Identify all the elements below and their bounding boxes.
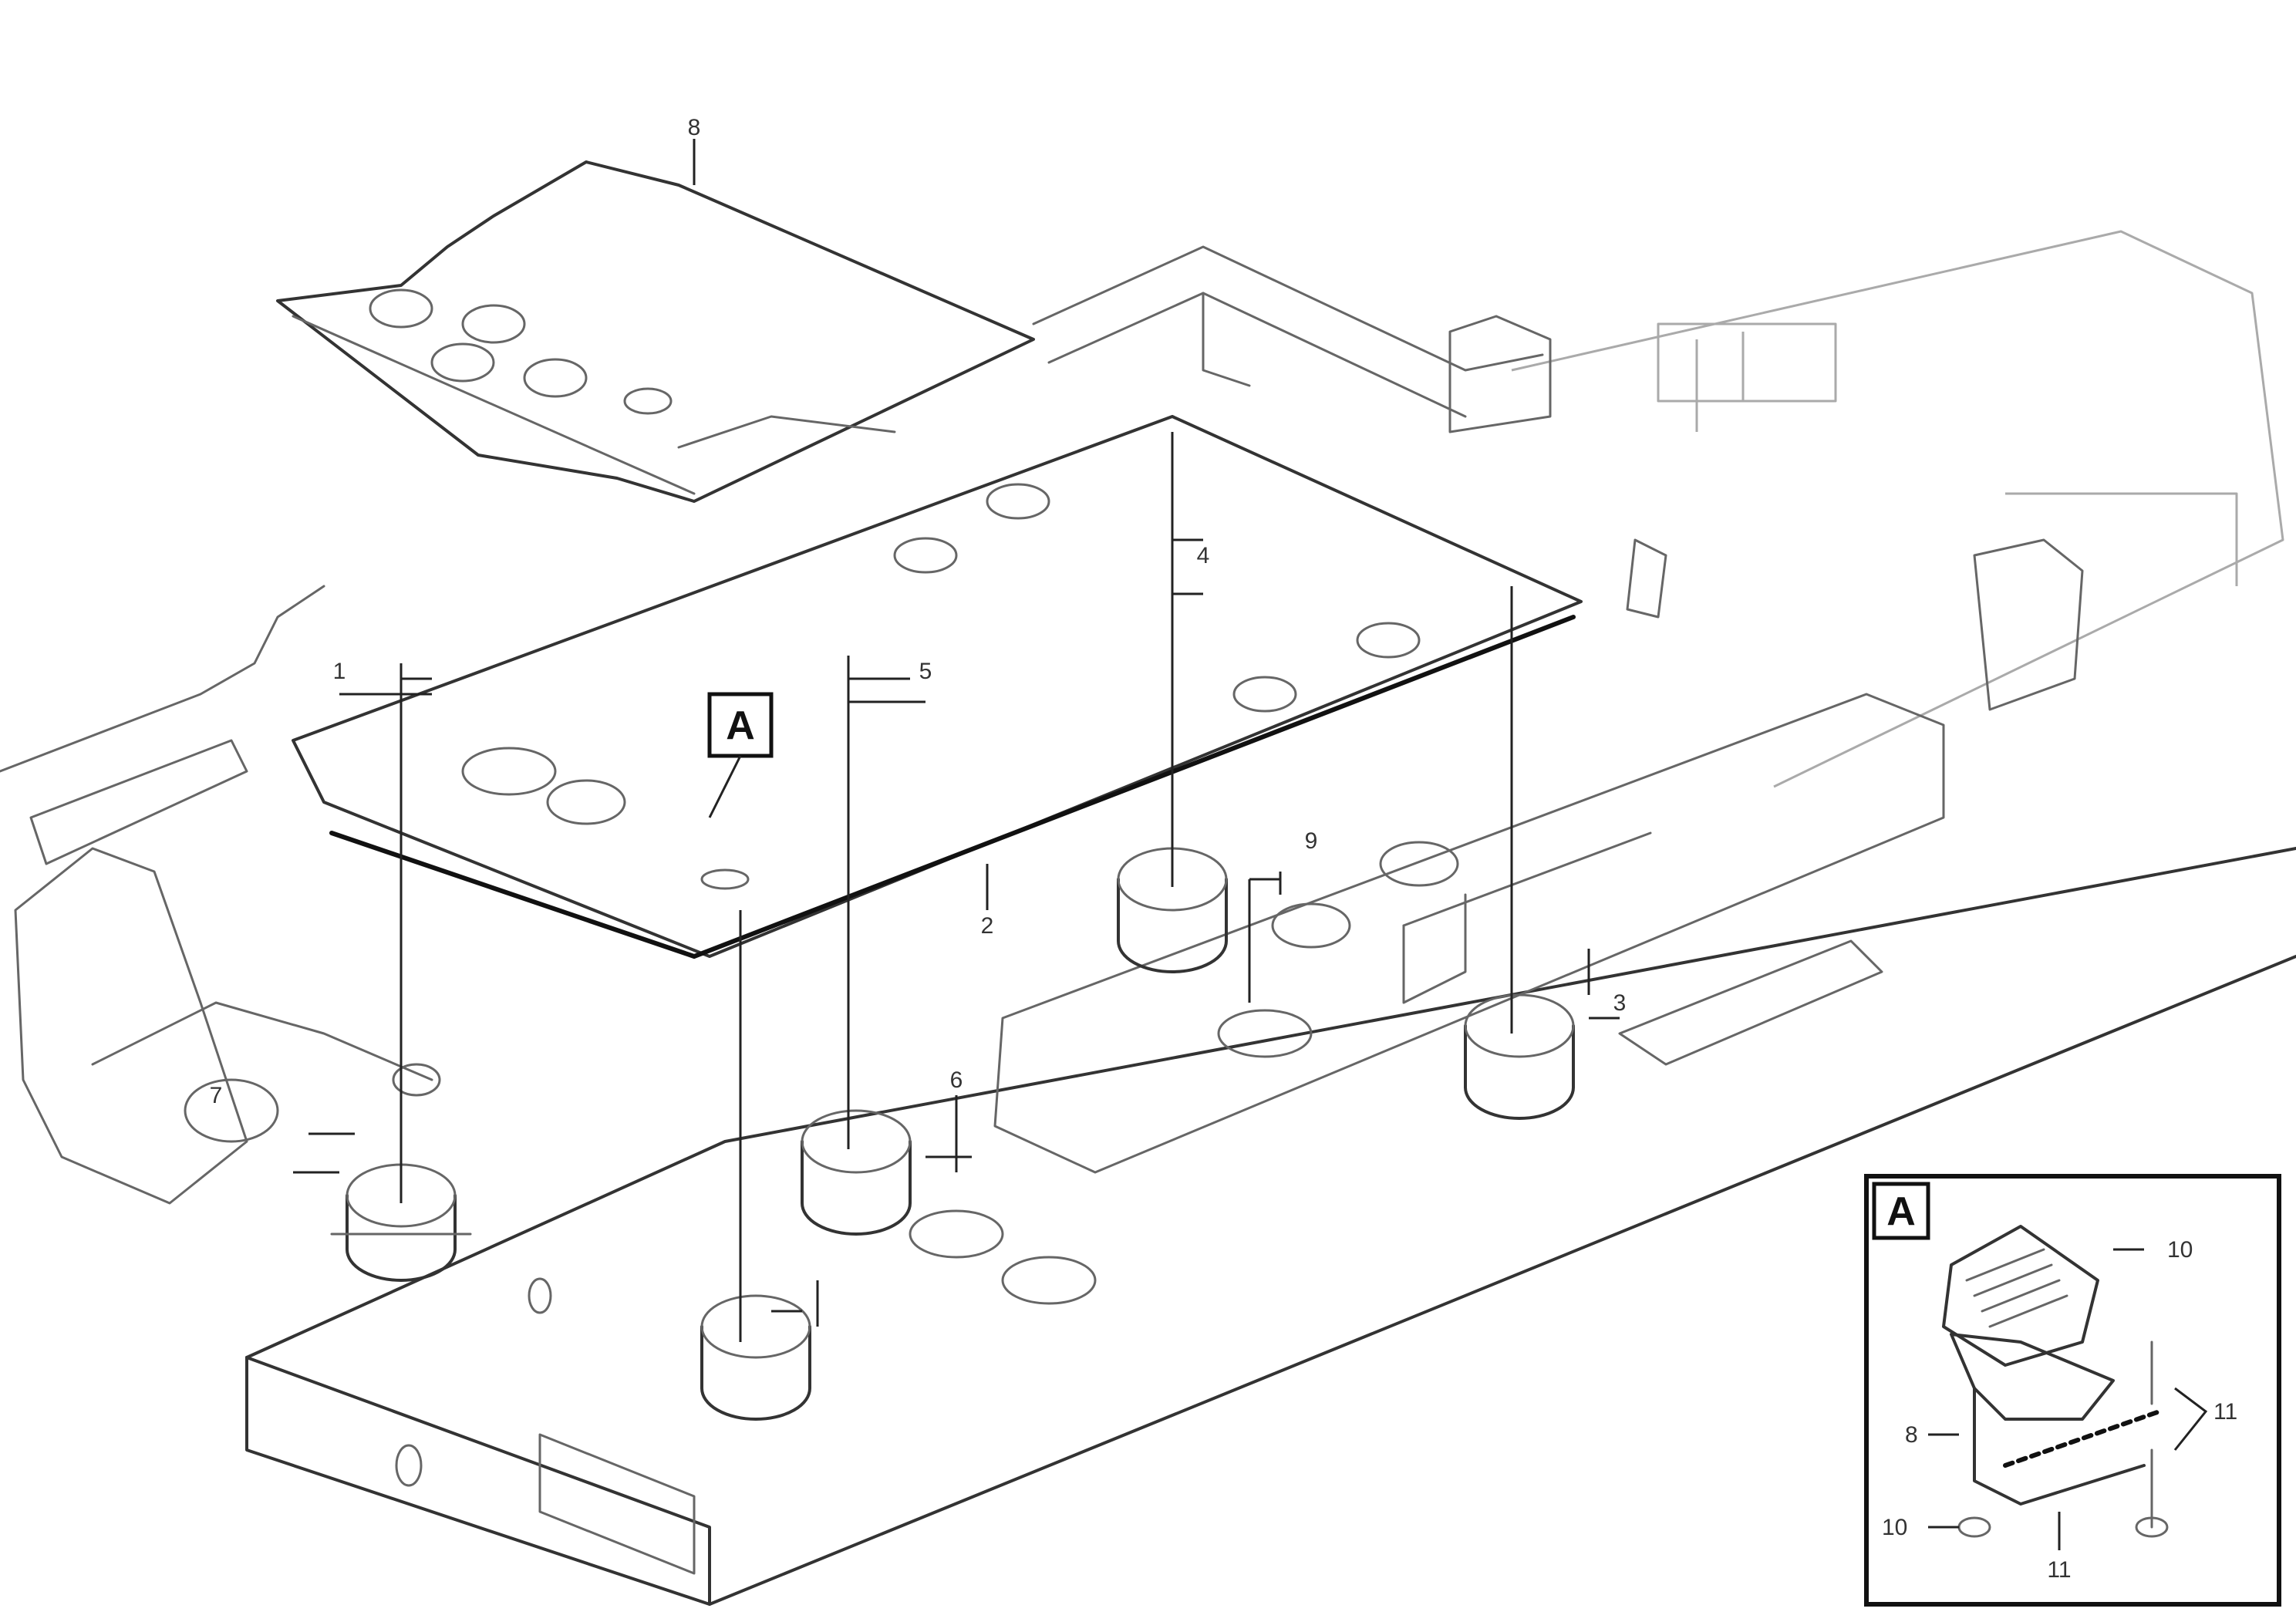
upper-frame-rail [1032,245,2084,711]
callout-letter: A [726,703,755,748]
inset-label: 10 [1882,1515,1907,1540]
mount-5 [1464,993,1575,1120]
inset-letter: A [1886,1189,1916,1234]
detail-callout-a: A [707,692,774,818]
floor-plate [292,415,1583,959]
mount-1 [330,1163,472,1282]
mount-4 [1117,847,1228,973]
mount-3 [700,1294,811,1421]
part-label: 4 [1197,543,1210,568]
part-label: 5 [919,659,932,684]
inset-label: 8 [1905,1422,1918,1448]
part-label: 9 [1305,828,1318,854]
assembly-lines [400,432,1513,1342]
part-label: 1 [333,659,346,684]
part-label: 3 [1613,990,1627,1016]
part-label: 7 [210,1083,223,1108]
leader-lines [293,139,1620,1327]
inset-label: 11 [2047,1557,2071,1583]
inset-detail-a: A 10 8 10 11 11 [1864,1174,2281,1607]
part-label: 2 [981,913,994,939]
top-cover-plate [276,160,1035,503]
inset-label: 10 [2167,1237,2193,1263]
part-labels: 8 2 1 5 4 3 7 6 9 [210,115,1627,1108]
part-label: 8 [688,115,701,140]
part-label: 6 [950,1067,963,1093]
background-frame [0,230,2284,1205]
inset-label: 11 [2213,1399,2237,1425]
mount-2 [801,1109,912,1236]
cab-base-frame [245,693,2296,1606]
